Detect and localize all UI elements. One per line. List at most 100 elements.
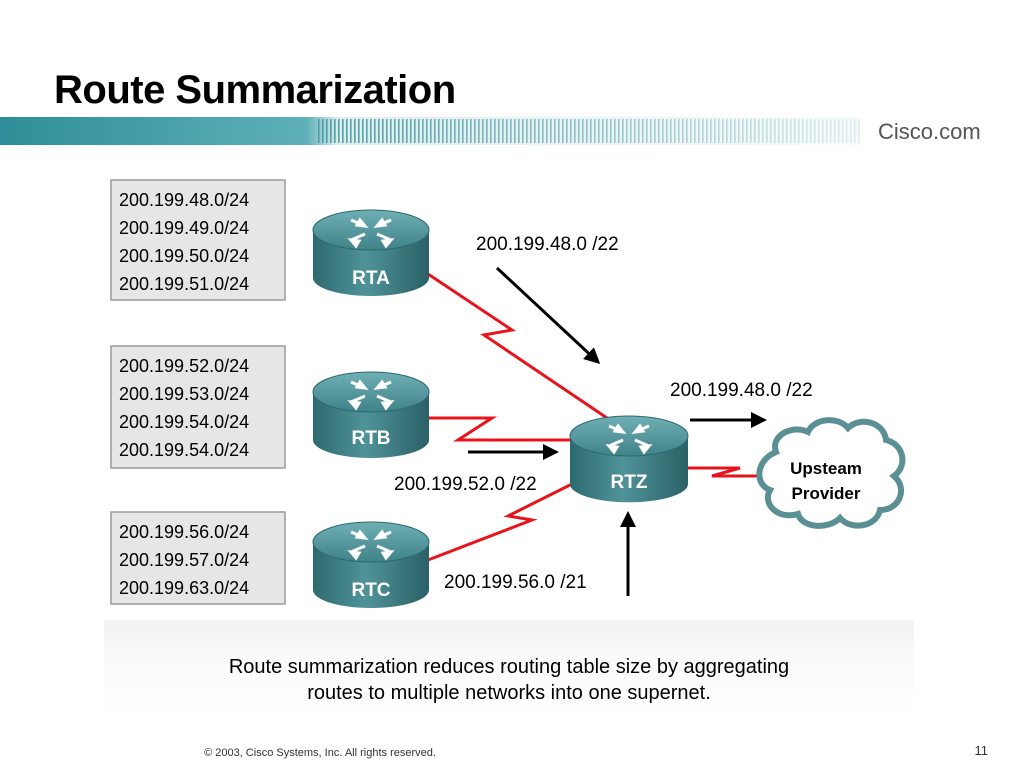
- banner-stripe: [662, 119, 664, 143]
- router-rta[interactable]: RTA: [312, 209, 430, 296]
- banner-stripe: [838, 119, 840, 143]
- banner-stripe: [678, 119, 680, 143]
- banner-stripe: [426, 119, 428, 143]
- banner-stripe: [582, 119, 584, 143]
- banner-stripe: [730, 119, 732, 143]
- banner-stripe: [770, 119, 772, 143]
- summary-label-rtc: 200.199.56.0 /21: [444, 572, 587, 593]
- slide-title: Route Summarization: [54, 68, 456, 112]
- banner-stripe: [750, 119, 752, 143]
- banner-stripe: [802, 119, 804, 143]
- banner-stripe: [562, 119, 564, 143]
- router-rtc[interactable]: RTC: [312, 521, 430, 608]
- banner-stripe: [394, 119, 396, 143]
- banner-stripe: [782, 119, 784, 143]
- banner-stripe: [738, 119, 740, 143]
- banner-stripe: [790, 119, 792, 143]
- banner-stripe: [522, 119, 524, 143]
- banner-stripe: [834, 119, 836, 143]
- copyright-footer: © 2003, Cisco Systems, Inc. All rights r…: [204, 747, 436, 759]
- banner-stripe: [694, 119, 696, 143]
- banner-stripe: [822, 119, 824, 143]
- network-diagram: 200.199.48.0/24 200.199.49.0/24 200.199.…: [110, 179, 906, 608]
- banner-stripe: [826, 119, 828, 143]
- banner-stripe: [610, 119, 612, 143]
- route-entry: 200.199.57.0/24: [119, 550, 249, 570]
- banner-stripes: [318, 119, 860, 143]
- router-arrows-icon: [605, 423, 653, 455]
- banner-stripe: [778, 119, 780, 143]
- banner-stripe: [706, 119, 708, 143]
- banner-stripe: [362, 119, 364, 143]
- router-rtb[interactable]: RTB: [312, 371, 430, 458]
- banner-stripe: [558, 119, 560, 143]
- router-arrows-icon: [347, 217, 395, 249]
- route-entry: 200.199.53.0/24: [119, 384, 249, 404]
- banner-stripe: [658, 119, 660, 143]
- banner-stripe: [830, 119, 832, 143]
- banner-stripe: [746, 119, 748, 143]
- banner-stripe: [858, 119, 860, 143]
- banner-stripe: [550, 119, 552, 143]
- banner-stripe: [670, 119, 672, 143]
- banner-stripe: [786, 119, 788, 143]
- banner-stripe: [446, 119, 448, 143]
- banner-stripe: [490, 119, 492, 143]
- banner-stripe: [666, 119, 668, 143]
- banner-stripe: [414, 119, 416, 143]
- route-table-rtb: 200.199.52.0/24 200.199.53.0/24 200.199.…: [110, 345, 286, 469]
- banner-stripe: [630, 119, 632, 143]
- banner-stripe: [566, 119, 568, 143]
- banner-stripe: [486, 119, 488, 143]
- banner-stripe: [330, 119, 332, 143]
- banner-stripe: [502, 119, 504, 143]
- serial-link-rtb-rtz: [428, 416, 580, 442]
- banner-stripe: [606, 119, 608, 143]
- banner-stripe: [570, 119, 572, 143]
- banner-stripe: [374, 119, 376, 143]
- banner-stripe: [398, 119, 400, 143]
- route-entry: 200.199.52.0/24: [119, 356, 249, 376]
- banner-stripe: [406, 119, 408, 143]
- banner-stripe: [602, 119, 604, 143]
- banner-stripe: [526, 119, 528, 143]
- banner-stripe: [586, 119, 588, 143]
- banner-stripe: [382, 119, 384, 143]
- banner-stripe: [622, 119, 624, 143]
- banner-stripe: [506, 119, 508, 143]
- banner-stripe: [742, 119, 744, 143]
- banner-stripe: [498, 119, 500, 143]
- banner-stripe: [462, 119, 464, 143]
- banner-stripe: [386, 119, 388, 143]
- banner-stripe: [430, 119, 432, 143]
- router-label: RTB: [351, 428, 390, 449]
- banner-stripe: [338, 119, 340, 143]
- banner-stripe: [674, 119, 676, 143]
- summary-label-rta: 200.199.48.0 /22: [476, 234, 619, 255]
- banner-stripe: [438, 119, 440, 143]
- banner-stripe: [710, 119, 712, 143]
- banner-stripe: [326, 119, 328, 143]
- banner-stripe: [542, 119, 544, 143]
- banner-stripe: [806, 119, 808, 143]
- serial-link-rta-rtz: [424, 270, 611, 422]
- summary-label-rtb: 200.199.52.0 /22: [394, 474, 537, 495]
- caption-panel: [104, 620, 914, 716]
- banner-stripe: [794, 119, 796, 143]
- route-entry: 200.199.48.0/24: [119, 190, 249, 210]
- banner-stripe: [810, 119, 812, 143]
- route-table-rta: 200.199.48.0/24 200.199.49.0/24 200.199.…: [110, 179, 286, 301]
- banner-stripe: [646, 119, 648, 143]
- banner-stripe: [466, 119, 468, 143]
- router-rtz[interactable]: RTZ: [569, 415, 689, 503]
- banner-stripe: [554, 119, 556, 143]
- upstream-provider-cloud[interactable]: Upsteam Provider: [756, 417, 906, 529]
- cloud-label-line2: Provider: [792, 484, 861, 503]
- banner-stripe: [322, 119, 324, 143]
- banner-stripe: [654, 119, 656, 143]
- serial-link-rtc-rtz: [427, 468, 601, 562]
- banner-stripe: [514, 119, 516, 143]
- banner-stripe: [378, 119, 380, 143]
- banner-stripe: [518, 119, 520, 143]
- banner-stripe: [546, 119, 548, 143]
